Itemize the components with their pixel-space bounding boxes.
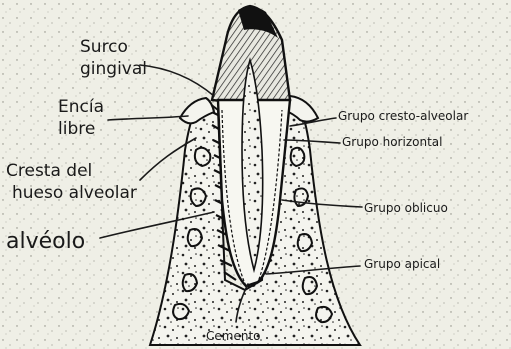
label-grupo-horizontal: Grupo horizontal (342, 135, 442, 149)
label-cemento: Cemento (206, 329, 261, 343)
label-alveolo: alvéolo (6, 229, 85, 254)
label-cresta-line1: Cresta del (6, 161, 92, 181)
label-surco-line1: Surco (80, 37, 128, 57)
label-cresta-line2: hueso alveolar (12, 183, 137, 203)
label-grupo-oblicuo: Grupo oblicuo (364, 201, 448, 215)
label-grupo-apical: Grupo apical (364, 257, 440, 271)
label-encia-line2: libre (58, 119, 95, 139)
label-surco-line2: gingival (80, 59, 147, 79)
label-grupo-cresto-alveolar: Grupo cresto-alveolar (338, 109, 468, 123)
label-encia-line1: Encía (58, 97, 104, 117)
